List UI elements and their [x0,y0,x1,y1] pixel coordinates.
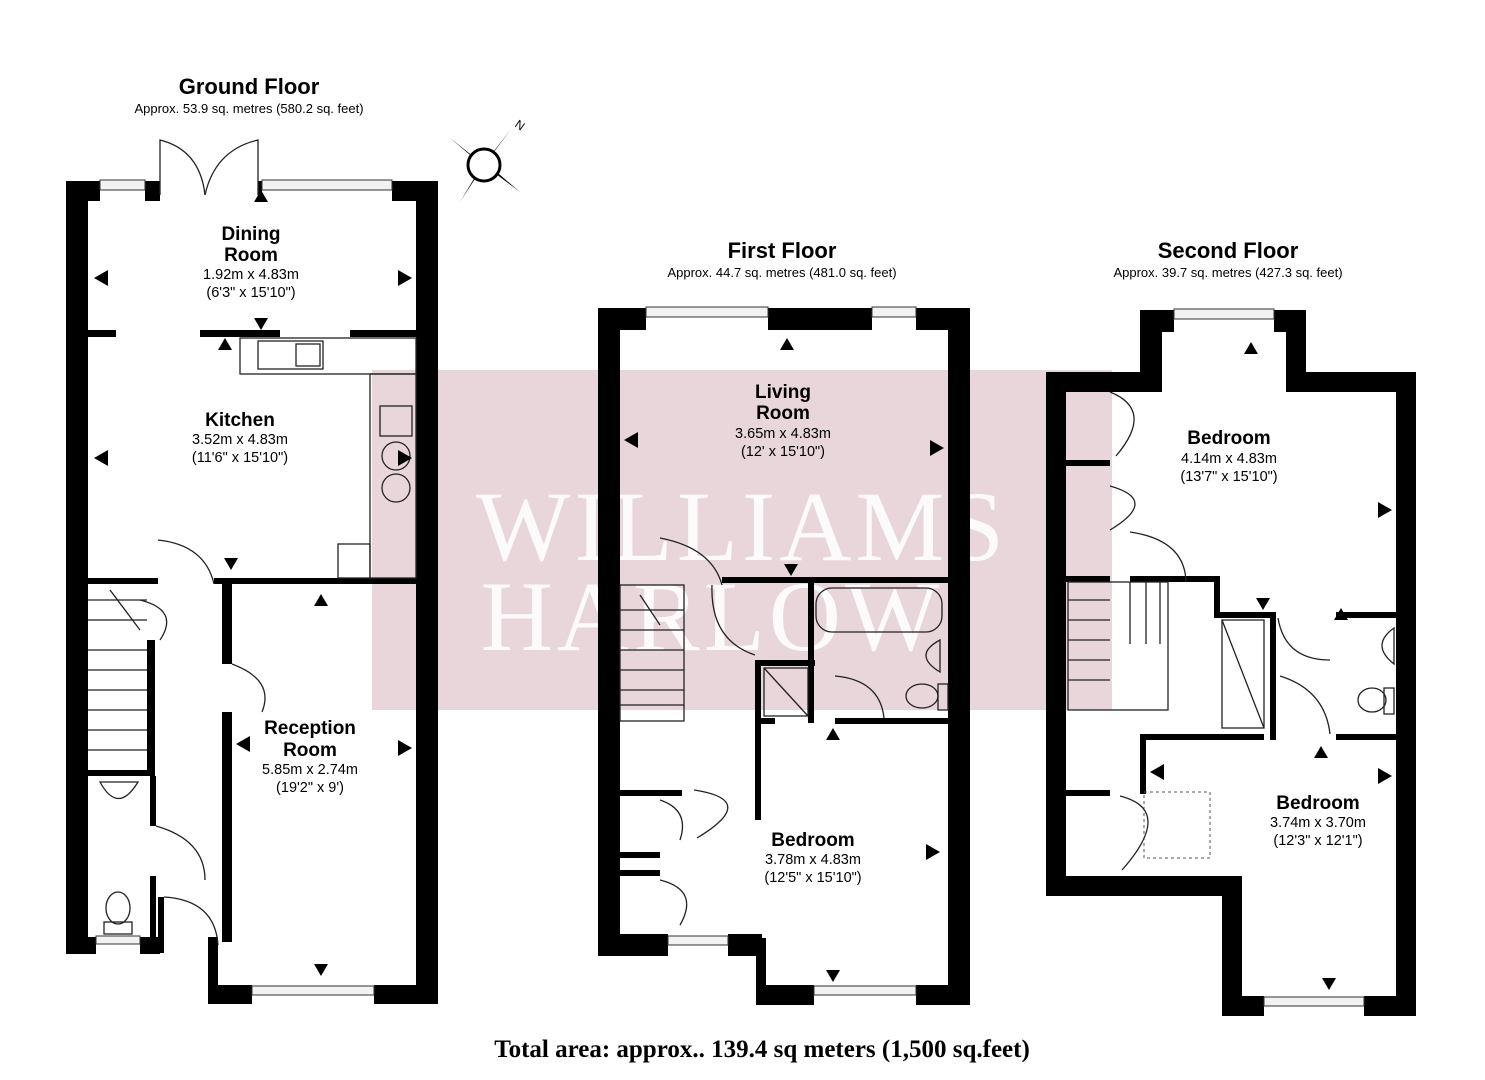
reception-room-name-line-2: Room [283,740,337,761]
reception-room-imperial: (19'2" x 9') [276,780,344,796]
living-room-imperial: (12' x 15'10") [741,444,825,460]
second-floor-bedroom-a-imperial: (13'7" x 15'10") [1180,469,1277,485]
first-floor-plan [598,306,970,1005]
ground-floor-title: Ground Floor [179,74,320,99]
compass-icon: N [450,117,527,202]
first-floor-bedroom-name: Bedroom [771,830,854,851]
ground-floor-area: Approx. 53.9 sq. metres (580.2 sq. feet) [134,101,363,116]
dimension-arrows [94,190,1392,990]
dining-room-name-line-2: Room [224,245,278,266]
second-floor-bedroom-b-imperial: (12'3" x 12'1") [1273,833,1362,849]
living-room-name-line-2: Room [756,403,810,424]
second-floor-bedroom-a-metric: 4.14m x 4.83m [1181,451,1277,467]
first-floor-bedroom-imperial: (12'5" x 15'10") [764,870,861,886]
second-floor-bedroom-a-name: Bedroom [1187,428,1270,449]
second-floor-title: Second Floor [1158,238,1299,263]
kitchen-imperial: (11'6" x 15'10") [192,450,288,466]
ground-floor-plan [66,139,438,1004]
second-floor-plan [1046,308,1416,1016]
dining-room-name-line-1: Dining [221,224,280,245]
first-floor-area: Approx. 44.7 sq. metres (481.0 sq. feet) [667,265,896,280]
second-floor-area: Approx. 39.7 sq. metres (427.3 sq. feet) [1113,265,1342,280]
dining-room-metric: 1.92m x 4.83m [203,267,299,283]
second-floor-bedroom-b-name: Bedroom [1276,793,1359,814]
kitchen-name: Kitchen [205,410,275,431]
kitchen-metric: 3.52m x 4.83m [192,432,288,448]
compass-north-label: N [512,117,527,133]
second-floor-bedroom-b-metric: 3.74m x 3.70m [1270,815,1366,831]
total-area: Total area: approx.. 139.4 sq meters (1,… [494,1036,1030,1063]
watermark-panel [372,370,1112,710]
watermark-line-1: WILLIAMS [476,471,1008,582]
living-room-name-line-1: Living [755,382,811,403]
reception-room-name-line-1: Reception [264,718,356,739]
first-floor-title: First Floor [728,238,837,263]
first-floor-bedroom-metric: 3.78m x 4.83m [765,852,861,868]
dining-room-imperial: (6'3" x 15'10") [206,285,295,301]
reception-room-metric: 5.85m x 2.74m [262,762,358,778]
living-room-metric: 3.65m x 4.83m [735,426,831,442]
